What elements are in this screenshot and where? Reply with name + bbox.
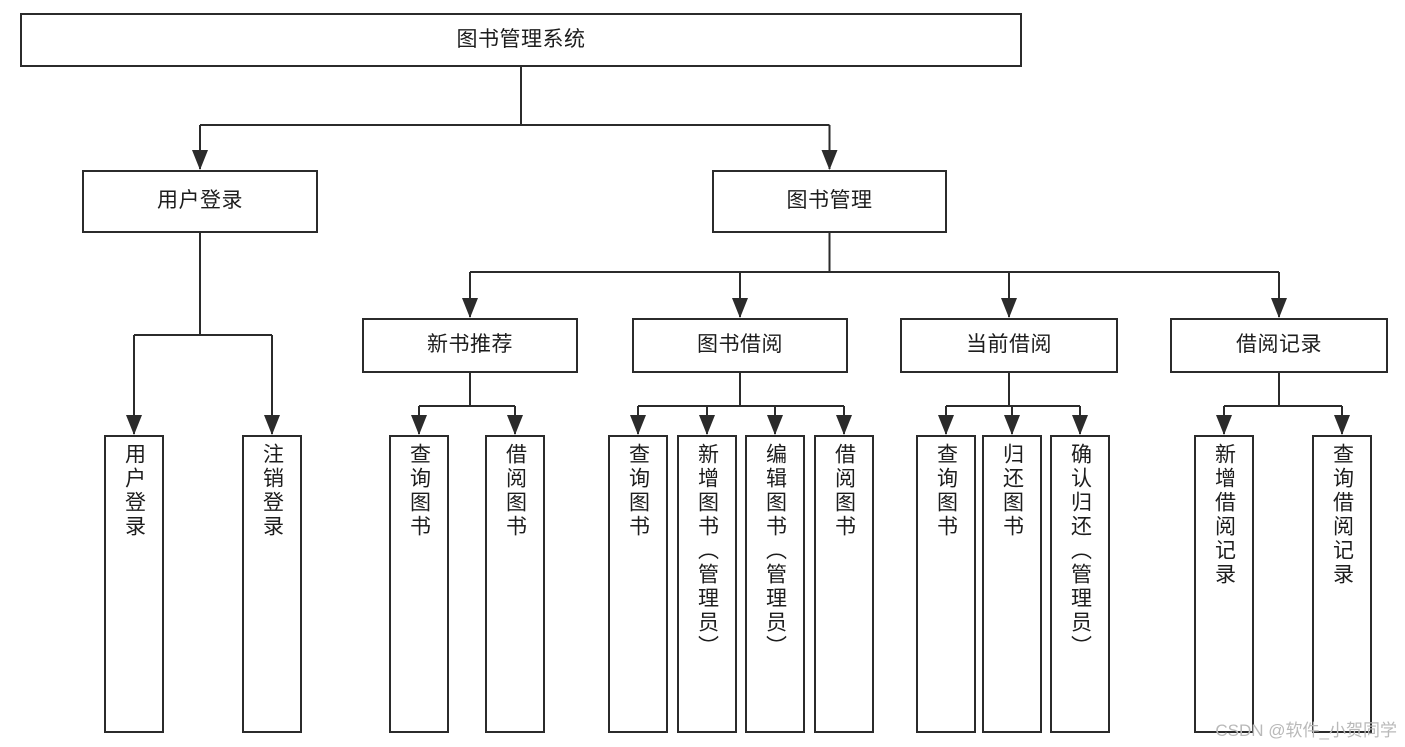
node-l-qrec[interactable]: 查询借阅记录 bbox=[1312, 435, 1372, 733]
node-label: 查询借阅记录 bbox=[1330, 443, 1354, 587]
node-label: 查询图书 bbox=[934, 443, 958, 539]
node-label: 当前借阅 bbox=[966, 333, 1052, 357]
node-label: 借阅图书 bbox=[832, 443, 856, 539]
node-l-b2[interactable]: 借阅图书 bbox=[814, 435, 874, 733]
node-label: 归还图书 bbox=[1000, 443, 1024, 539]
node-label: 查询图书 bbox=[407, 443, 431, 539]
watermark: CSDN @软件_小贺同学 bbox=[1215, 721, 1397, 740]
node-l-q3[interactable]: 查询图书 bbox=[916, 435, 976, 733]
node-label: 新增借阅记录 bbox=[1212, 443, 1236, 587]
node-l-add[interactable]: 新增图书（管理员） bbox=[677, 435, 737, 733]
node-l-logout[interactable]: 注销登录 bbox=[242, 435, 302, 733]
node-current[interactable]: 当前借阅 bbox=[900, 318, 1118, 373]
node-l-login[interactable]: 用户登录 bbox=[104, 435, 164, 733]
node-l-b1[interactable]: 借阅图书 bbox=[485, 435, 545, 733]
node-l-q1[interactable]: 查询图书 bbox=[389, 435, 449, 733]
node-label: 用户登录 bbox=[122, 443, 146, 539]
node-label: 用户登录 bbox=[157, 189, 243, 213]
node-label: 编辑图书（管理员） bbox=[763, 443, 787, 659]
node-label: 图书管理 bbox=[786, 189, 873, 213]
node-label: 借阅图书 bbox=[503, 443, 527, 539]
node-l-confirm[interactable]: 确认归还（管理员） bbox=[1050, 435, 1110, 733]
node-label: 图书管理系统 bbox=[456, 27, 586, 51]
node-label: 查询图书 bbox=[626, 443, 650, 539]
node-label: 注销登录 bbox=[260, 443, 284, 539]
node-label: 新增图书（管理员） bbox=[695, 443, 719, 659]
node-label: 图书借阅 bbox=[697, 333, 783, 357]
node-l-edit[interactable]: 编辑图书（管理员） bbox=[745, 435, 805, 733]
node-borrow[interactable]: 图书借阅 bbox=[632, 318, 848, 373]
node-label: 新书推荐 bbox=[427, 333, 513, 357]
node-records[interactable]: 借阅记录 bbox=[1170, 318, 1388, 373]
node-label: 借阅记录 bbox=[1236, 333, 1322, 357]
node-bookmgmt[interactable]: 图书管理 bbox=[712, 170, 947, 233]
node-l-addrec[interactable]: 新增借阅记录 bbox=[1194, 435, 1254, 733]
node-label: 确认归还（管理员） bbox=[1068, 443, 1092, 659]
node-newbook[interactable]: 新书推荐 bbox=[362, 318, 578, 373]
node-root[interactable]: 图书管理系统 bbox=[20, 13, 1022, 67]
node-l-q2[interactable]: 查询图书 bbox=[608, 435, 668, 733]
node-login[interactable]: 用户登录 bbox=[82, 170, 318, 233]
node-l-return[interactable]: 归还图书 bbox=[982, 435, 1042, 733]
